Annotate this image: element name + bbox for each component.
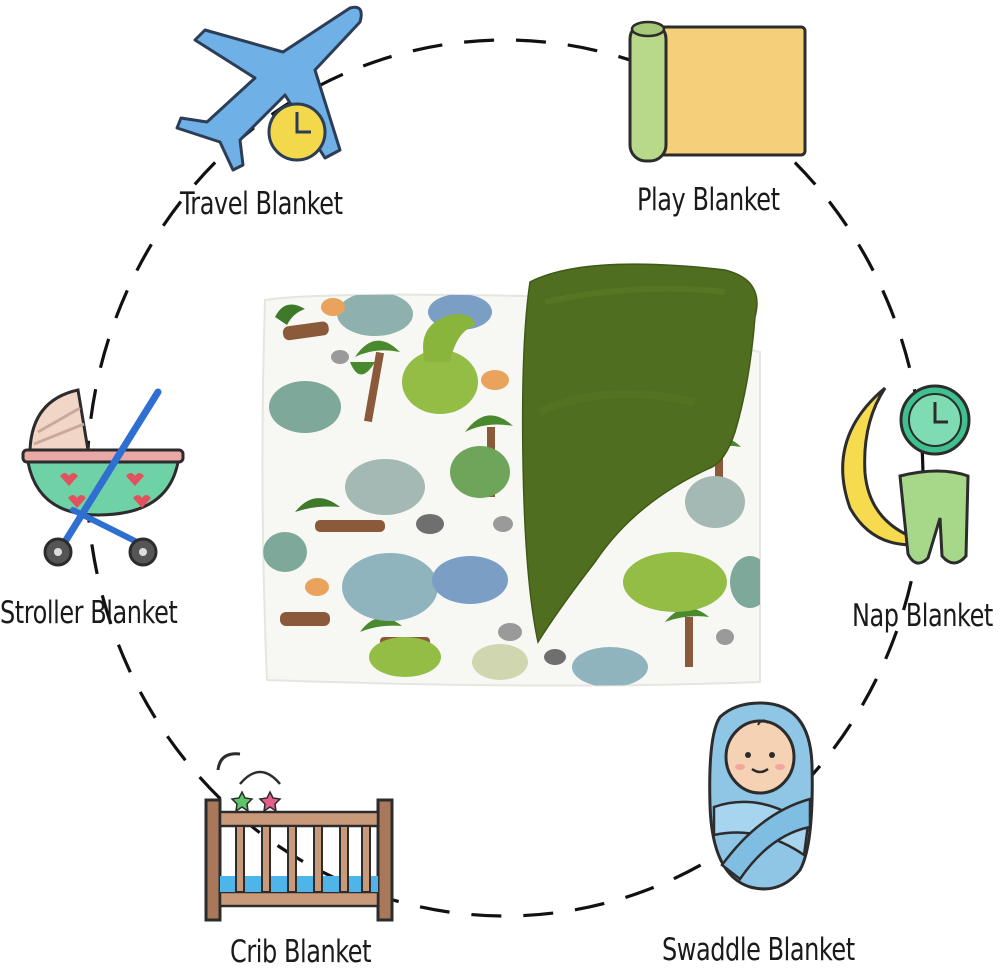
use-crib: Crib Blanket	[200, 742, 420, 970]
use-label-crib: Crib Blanket	[230, 934, 372, 970]
minky-back-fold	[521, 263, 758, 644]
swaddled-baby-icon	[708, 701, 814, 891]
use-travel: Travel Blanket	[160, 0, 380, 230]
baby-stroller-icon	[21, 388, 185, 567]
use-play: Play Blanket	[615, 10, 835, 220]
airplane-clock-icon	[175, 5, 363, 172]
rock-motif	[331, 350, 734, 665]
use-label-nap: Nap Blanket	[852, 598, 993, 634]
use-stroller: Stroller Blanket	[0, 380, 230, 635]
moon-clock-icon	[841, 384, 971, 565]
use-swaddle: Swaddle Blanket	[660, 695, 900, 969]
baby-crib-icon	[204, 752, 394, 922]
use-label-play: Play Blanket	[637, 182, 780, 218]
use-nap: Nap Blanket	[820, 378, 1000, 638]
use-label-stroller: Stroller Blanket	[0, 595, 178, 631]
play-mat-roll-icon	[628, 20, 807, 163]
dinosaur-motif	[263, 294, 761, 686]
use-label-travel: Travel Blanket	[180, 186, 343, 222]
blanket-product-image	[261, 263, 761, 687]
use-label-swaddle: Swaddle Blanket	[662, 932, 855, 968]
